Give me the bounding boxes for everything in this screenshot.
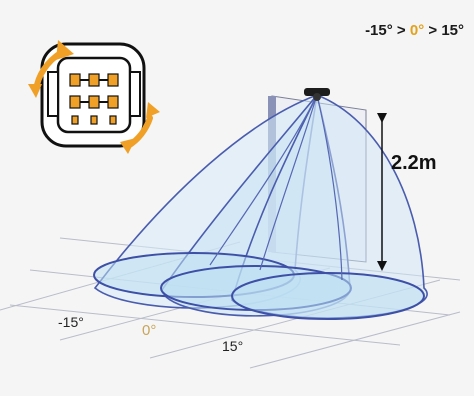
angle-order-legend: -15° > 0° > 15° [365,22,464,39]
legend-left: -15° [365,22,393,39]
mount-height-label: 2.2m [391,152,437,174]
beam-footprints [93,252,425,320]
legend-right: 15° [441,22,464,39]
tick-0: 0° [142,322,157,339]
tick-15: 15° [222,338,244,354]
footprint-right [231,272,425,320]
legend-center: 0° [409,22,425,39]
beam-ribs [209,94,343,281]
sensor-connector-icon [40,42,146,148]
tick-minus-15: -15° [58,314,84,330]
ceiling-sensor [304,88,330,101]
legend-sep-2: > [424,22,442,39]
legend-sep-1: > [392,22,410,39]
